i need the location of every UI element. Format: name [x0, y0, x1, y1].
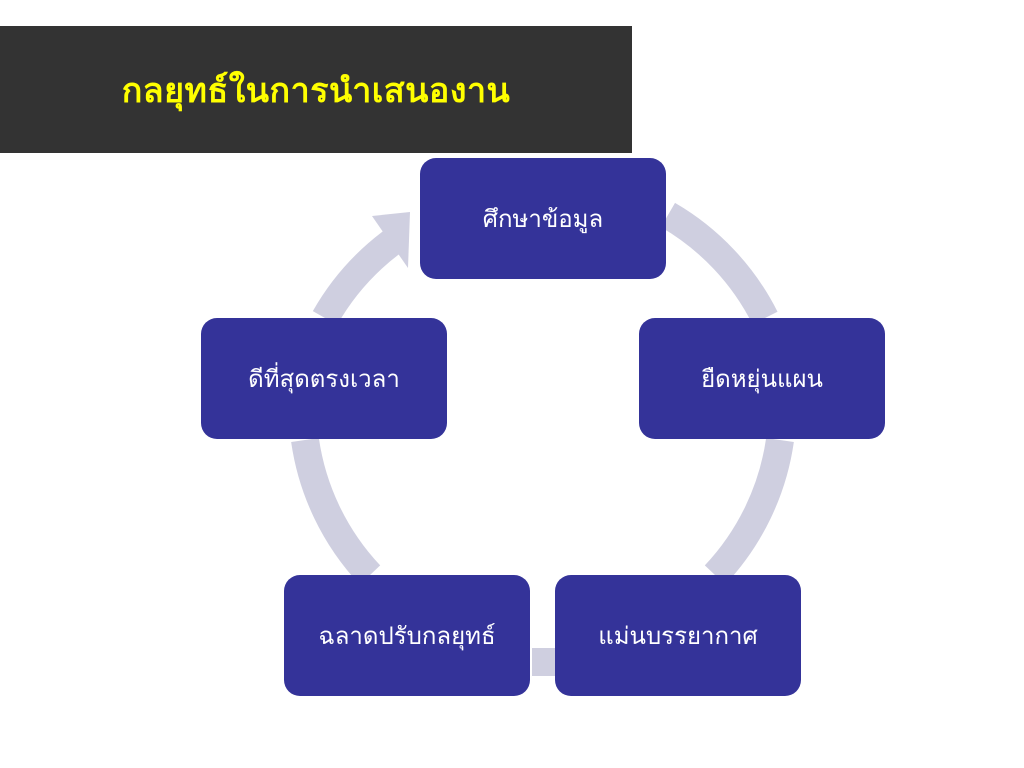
- cycle-node-best-on-time: ดีที่สุดตรงเวลา: [201, 318, 447, 439]
- slide-title: กลยุทธ์ในการนำเสนองาน: [121, 70, 511, 111]
- cycle-node-label: แม่นบรรยากาศ: [598, 622, 758, 650]
- connector-arrowhead: [372, 212, 410, 268]
- cycle-node-label: ศึกษาข้อมูล: [482, 205, 604, 233]
- cycle-node-adapt-strategy: ฉลาดปรับกลยุทธ์: [284, 575, 530, 696]
- cycle-node-flexible-plan: ยืดหยุ่นแผน: [639, 318, 885, 439]
- cycle-node-study-data: ศึกษาข้อมูล: [420, 158, 666, 279]
- connector-arc-1-2: [660, 202, 778, 325]
- cycle-node-label: ยืดหยุ่นแผน: [701, 365, 823, 393]
- connector-arc-2-3: [704, 437, 794, 585]
- connector-arc-5-1: [312, 230, 401, 326]
- cycle-node-label: ดีที่สุดตรงเวลา: [248, 365, 400, 393]
- cycle-node-label: ฉลาดปรับกลยุทธ์: [318, 622, 496, 650]
- connector-arc-4-5: [291, 437, 381, 585]
- cycle-node-read-atmosphere: แม่นบรรยากาศ: [555, 575, 801, 696]
- title-bar: กลยุทธ์ในการนำเสนองาน: [0, 26, 632, 153]
